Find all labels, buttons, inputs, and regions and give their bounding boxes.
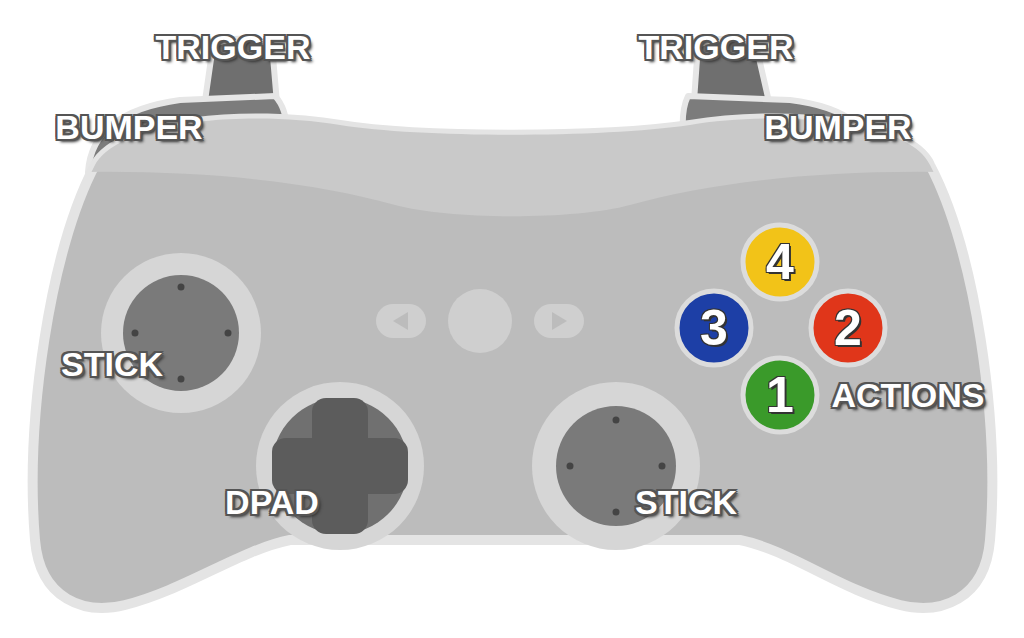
dpad <box>256 382 424 550</box>
button-number: 4 <box>740 222 820 302</box>
center-buttons <box>376 289 584 353</box>
button-number: 2 <box>808 288 888 368</box>
part-label: TRIGGER <box>156 30 311 64</box>
part-label: STICK <box>635 485 737 519</box>
part-label: STICK <box>61 347 163 381</box>
part-label: ACTIONS <box>832 378 985 412</box>
action-button: 2 <box>808 288 888 368</box>
right-stick <box>532 382 700 550</box>
part-label: BUMPER <box>55 110 202 144</box>
action-button: 3 <box>674 288 754 368</box>
button-number: 1 <box>740 355 820 435</box>
part-label: DPAD <box>225 485 319 519</box>
left-stick <box>101 253 261 413</box>
action-button: 1 <box>740 355 820 435</box>
action-button: 4 <box>740 222 820 302</box>
part-label: BUMPER <box>764 110 911 144</box>
button-number: 3 <box>674 288 754 368</box>
upper-band <box>0 0 1024 216</box>
part-label: TRIGGER <box>639 30 794 64</box>
